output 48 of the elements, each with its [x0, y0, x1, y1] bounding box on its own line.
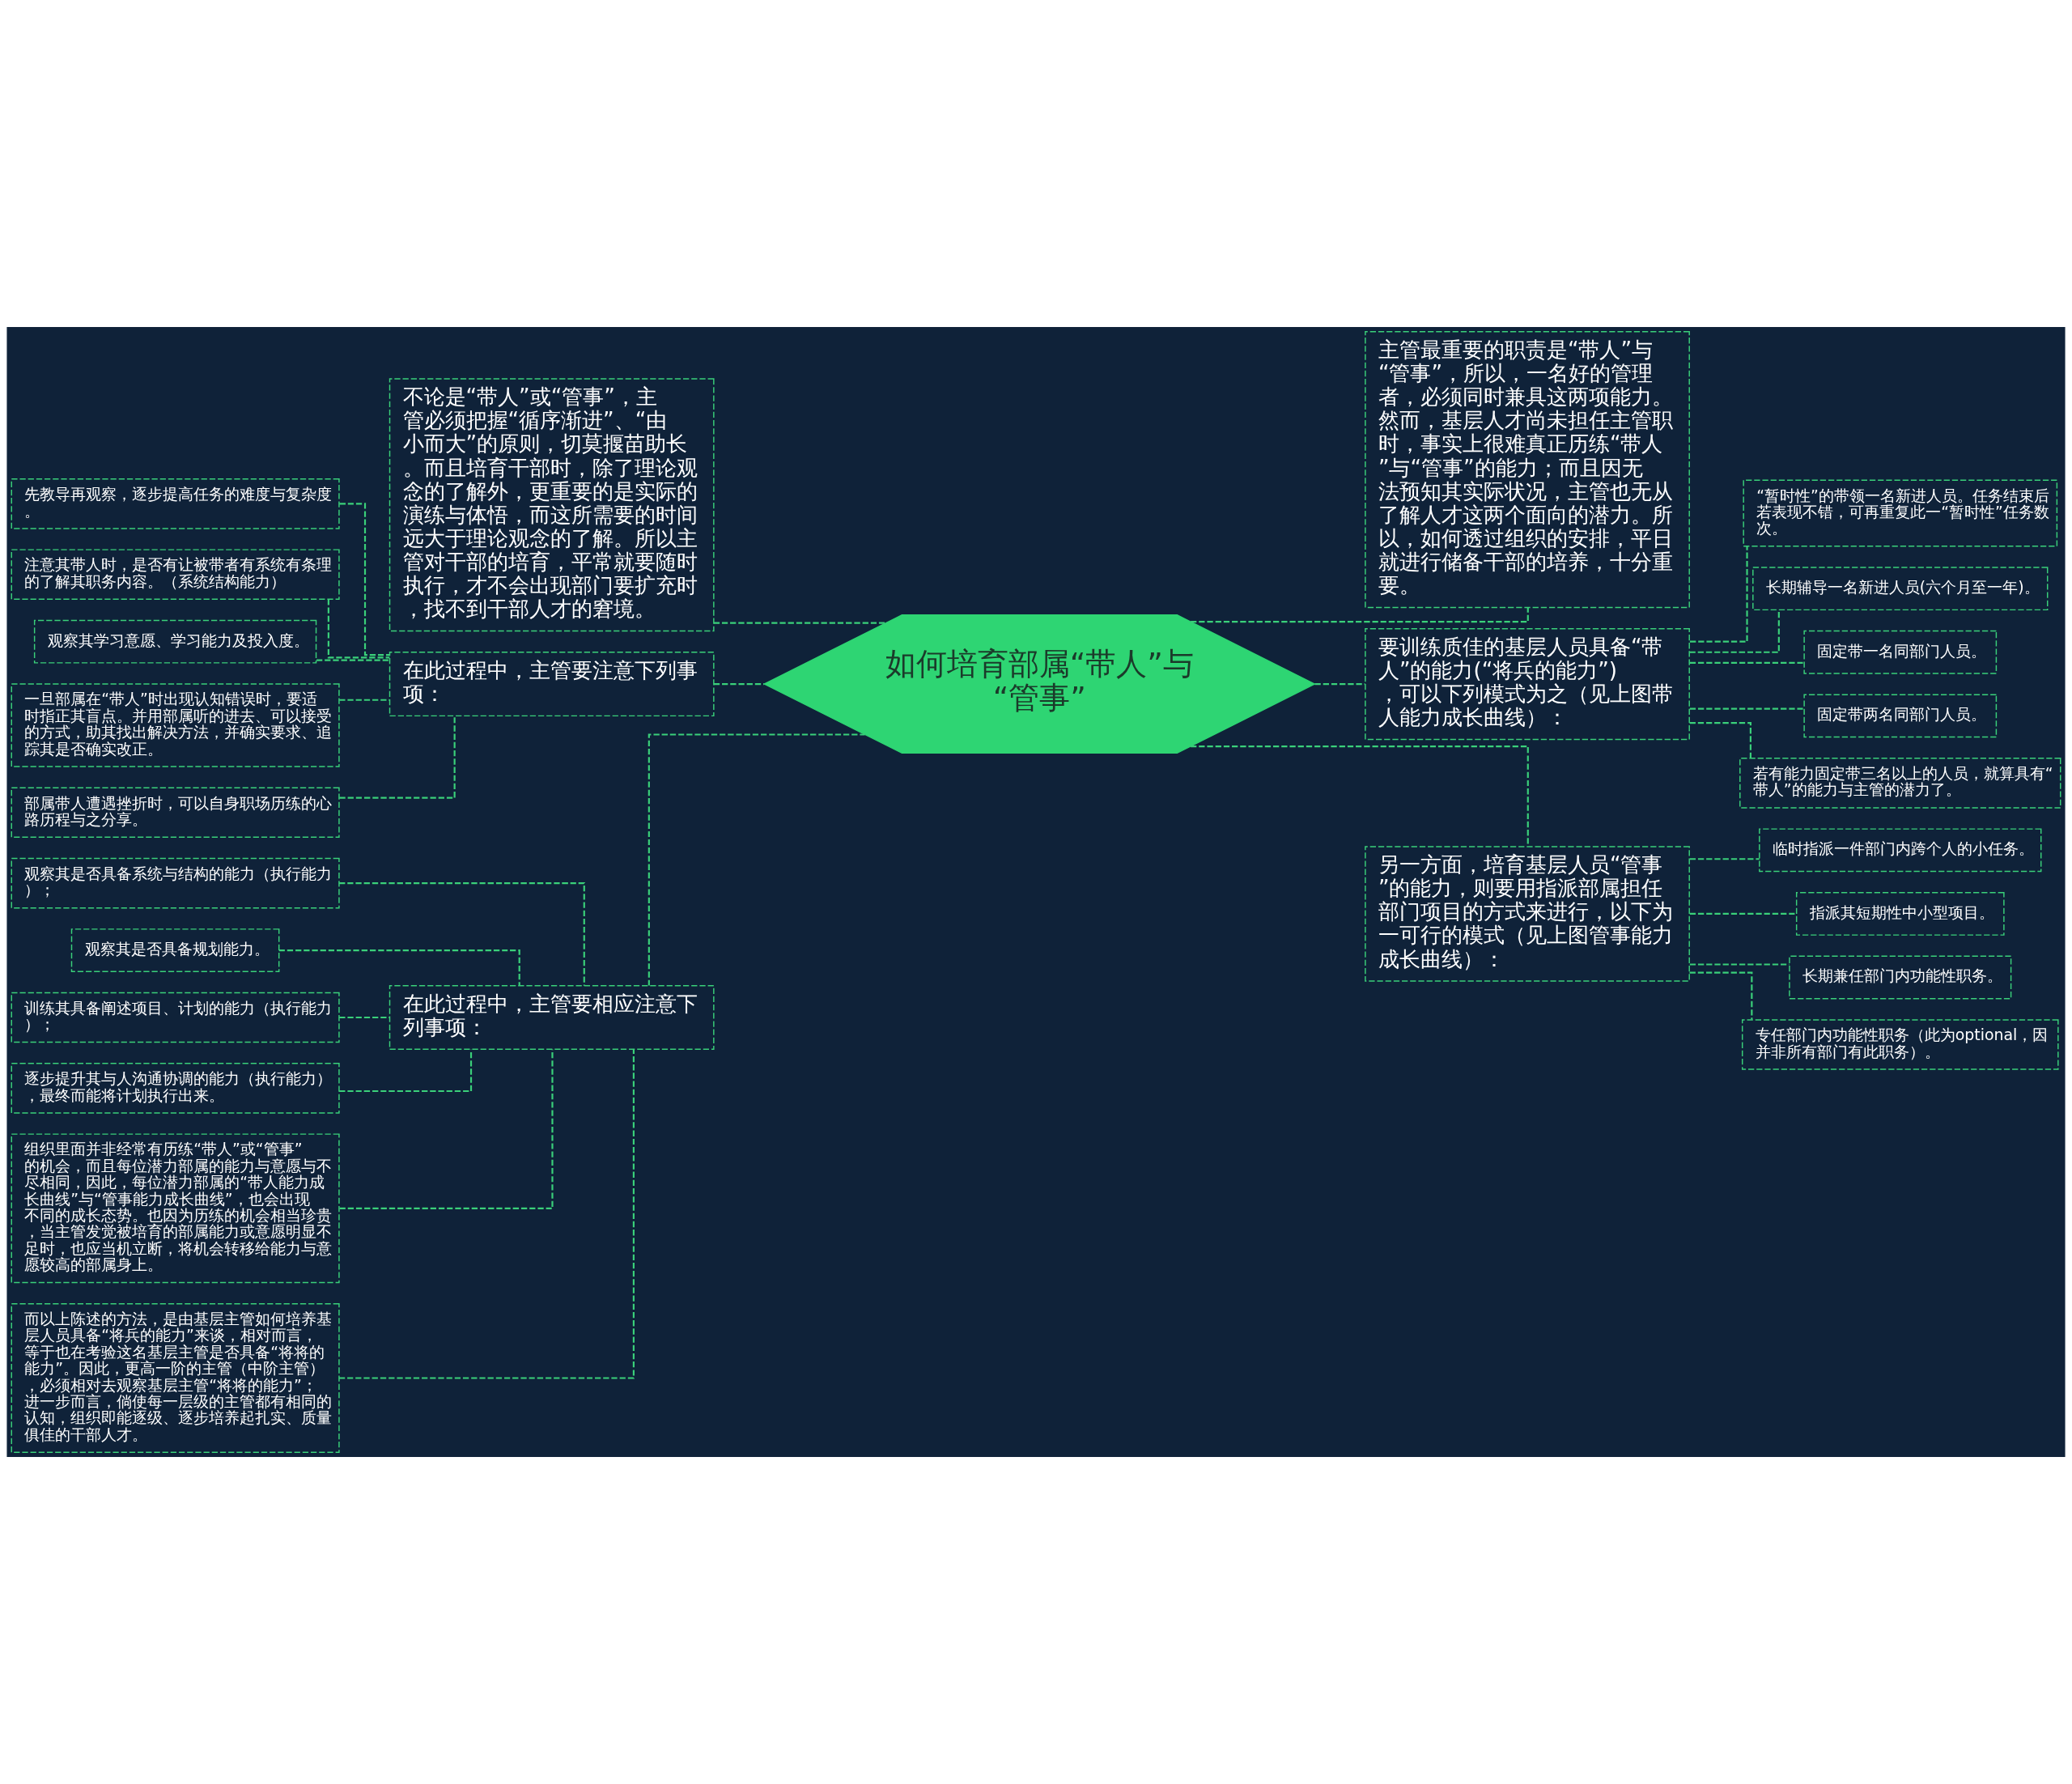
connector	[713, 683, 765, 686]
connector	[339, 1049, 635, 1379]
node-box: 长期辅导一名新进人员(六个月至一年)。	[1752, 567, 2049, 611]
node-box: 一旦部属在“带人”时出现认知错误时，要适时指正其盲点。并用部属听的进去、可以接受的方式，助其找出解决方法，并确实要求、追踪其是否确实改正。	[11, 683, 340, 767]
connector	[1689, 707, 1804, 710]
node-box: 逐步提升其与人沟通协调的能力（执行能力），最终而能将计划执行出来。	[11, 1063, 340, 1114]
node-box: 部属带人遭遇挫折时，可以自身职场历练的心路历程与之分享。	[11, 787, 340, 839]
connector	[1689, 722, 1751, 758]
node-box: 主管最重要的职责是“带人”与“管事”，所以，一名好的管理者，必须同时兼具这两项能力。然而，基层人才尚未担任主管职时，事实上很难真正历练“带人”与“管事”的能力；而且因无法预知其实际状况，主管也无从了解人才这两个面向的潜力。所以，如何透过组织的安排，平日就进行储备干部的培养，十分重要。	[1365, 331, 1690, 609]
node-box: 临时指派一件部门内跨个人的小任务。	[1759, 828, 2042, 873]
node-box: 训练其具备阐述项目、计划的能力（执行能力）；	[11, 992, 340, 1043]
node-box: 注意其带人时，是否有让被带者有系统有条理的了解其职务内容。（系统结构能力）	[11, 549, 340, 600]
node-box: 在此过程中，主管要注意下列事项：	[388, 652, 715, 717]
node-box: 观察其是否具备规划能力。	[70, 928, 280, 972]
node-box: 专任部门内功能性职务（此为optional，因并非所有部门有此职务）。	[1742, 1019, 2059, 1070]
connector	[339, 1016, 390, 1019]
connector	[339, 716, 456, 799]
node-box: 固定带一名同部门人员。	[1803, 630, 1998, 674]
connector	[1314, 683, 1365, 686]
node-box: 不论是“带人”或“管事”，主管必须把握“循序渐进”、“由小而大”的原则，切莫揠苗助长。而且培育干部时，除了理论观念的了解外，更重要的是实际的演练与体悟，而这所需要的时间远大于理论观念的了解。所以主管对干部的培育，平常就要随时执行，才不会出现部门要扩充时，找不到干部人才的窘境。	[388, 378, 715, 632]
connector	[1689, 661, 1804, 664]
connector	[316, 659, 390, 661]
node-box: 而以上陈述的方法，是由基层主管如何培养基层人员具备“将兵的能力”来谈，相对而言，等于也在考验这名基层主管是否具备“将将的能力”。因此，更高一阶的主管（中阶主管），必须相对去观察基层主管“将将的能力”；进一步而言，倘使每一层级的主管都有相同的认知，组织即能逐级、逐步培养起扎实、质量俱佳的干部人才。	[11, 1303, 340, 1453]
connector	[648, 733, 865, 986]
connector	[713, 622, 886, 624]
connector	[278, 949, 520, 986]
connector	[339, 882, 585, 986]
node-box: 要训练质佳的基层人员具备“带人”的能力(“将兵的能力”)，可以下列模式为之（见上图带人能力成长曲线）：	[1365, 627, 1690, 741]
connector	[327, 599, 390, 659]
node-box: 组织里面并非经常有历练“带人”或“管事”的机会，而且每位潜力部属的能力与意愿与不尽相同，因此，每位潜力部属的“带人能力成长曲线”与“管事能力成长曲线”，也会出现不同的成长态势。也因为历练的机会相当珍贵，当主管发觉被培育的部属能力或意愿明显不足时，也应当机立断，将机会转移给能力与意愿较高的部属身上。	[11, 1133, 340, 1284]
connector	[1689, 963, 1790, 966]
node-box: 在此过程中，主管要相应注意下列事项：	[388, 985, 715, 1051]
node-box: 若有能力固定带三名以上的人员，就算具有“带人”的能力与主管的潜力了。	[1739, 758, 2061, 809]
connector	[339, 699, 390, 701]
node-box: 长期兼任部门内功能性职务。	[1789, 955, 2012, 1000]
node-box: 先教导再观察，逐步提高任务的难度与复杂度。	[11, 478, 340, 529]
connector	[1191, 745, 1529, 847]
node-box: 观察其学习意愿、学习能力及投入度。	[33, 619, 317, 664]
node-box: 观察其是否具备系统与结构的能力（执行能力）；	[11, 857, 340, 909]
connector	[1689, 858, 1760, 860]
connector	[1689, 912, 1797, 915]
connector	[1689, 610, 1780, 653]
connector	[1689, 546, 1748, 643]
connector	[1689, 971, 1753, 1020]
node-box: 另一方面，培育基层人员“管事”的能力，则要用指派部属担任部门项目的方式来进行，以下为一可行的模式（见上图管事能力成长曲线）：	[1365, 846, 1690, 982]
node-box: 固定带两名同部门人员。	[1803, 694, 1998, 738]
node-box: “暂时性”的带领一名新进人员。任务结束后若表现不错，可再重复此一“暂时性”任务数次。	[1743, 479, 2058, 547]
node-box: 指派其短期性中小型项目。	[1795, 892, 2005, 936]
